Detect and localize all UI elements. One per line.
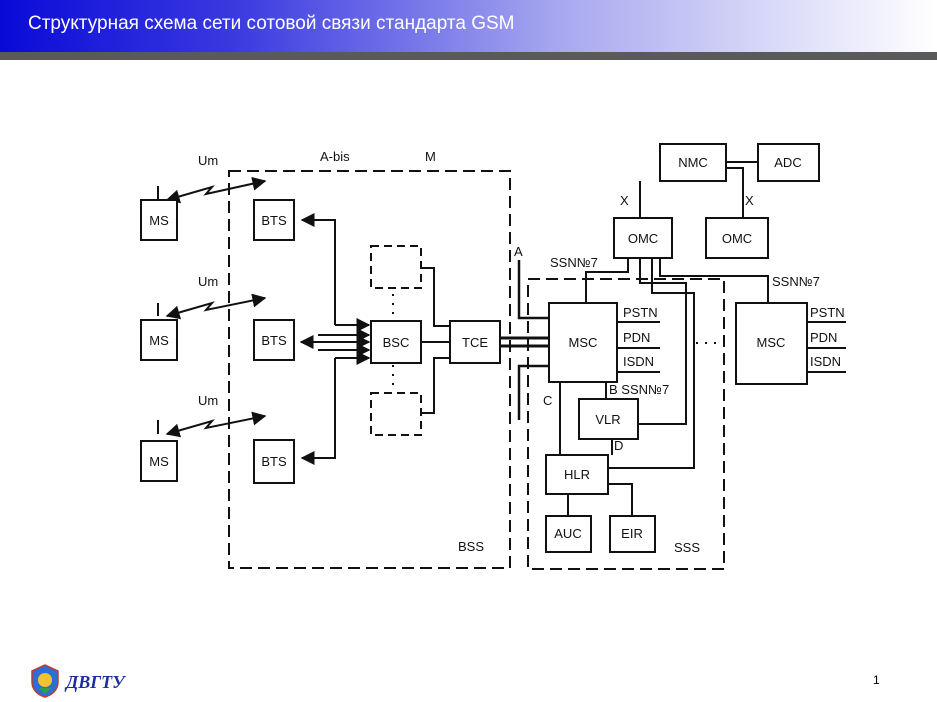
bsc-box xyxy=(370,320,422,364)
pstn-label-2: PSTN xyxy=(810,305,845,320)
omc-box-1 xyxy=(613,217,673,259)
bss-label: BSS xyxy=(458,539,484,554)
hlr-label: HLR xyxy=(564,467,590,482)
bsc-label: BSC xyxy=(383,335,410,350)
isdn-label-1: ISDN xyxy=(623,354,654,369)
pstn-label-1: PSTN xyxy=(623,305,658,320)
abis-link-3 xyxy=(300,358,336,465)
tce-box xyxy=(449,320,501,364)
um-link-3 xyxy=(165,411,267,438)
pdn-label-2: PDN xyxy=(810,330,837,345)
ss7-label-2: SSN№7 xyxy=(772,274,820,289)
c-label: C xyxy=(543,393,552,408)
abis-label: A-bis xyxy=(320,149,350,164)
bsc-placeholder-top xyxy=(370,245,422,289)
x-label-1: X xyxy=(620,193,629,208)
bts-box-1 xyxy=(253,199,295,241)
bts-label-2: BTS xyxy=(261,333,287,348)
page-number: 1 xyxy=(873,673,880,687)
slide-title: Структурная схема сети сотовой связи ста… xyxy=(28,13,515,34)
ms-label-3: MS xyxy=(149,454,169,469)
adc-box xyxy=(757,143,820,182)
msc-label-main: MSC xyxy=(569,335,598,350)
a-label: A xyxy=(514,244,523,259)
omc-label-2: OMC xyxy=(722,231,752,246)
ss7-label-3: B SSN№7 xyxy=(609,382,669,397)
vlr-box xyxy=(578,398,639,440)
ms-box-2 xyxy=(140,319,178,361)
sss-label: SSS xyxy=(674,540,700,555)
adc-label: ADC xyxy=(774,155,801,170)
msc-box-remote xyxy=(735,302,808,385)
d-label: D xyxy=(614,438,623,453)
title-underline xyxy=(0,52,937,60)
bts-box-3 xyxy=(253,439,295,484)
university-emblem-icon xyxy=(31,664,59,698)
um-link-2 xyxy=(165,293,267,320)
abis-link-1 xyxy=(300,213,336,325)
ms-label-1: MS xyxy=(149,213,169,228)
omc-label-1: OMC xyxy=(628,231,658,246)
nmc-box xyxy=(659,143,727,182)
nmc-label: NMC xyxy=(678,155,708,170)
auc-box xyxy=(545,515,592,553)
bss-frame xyxy=(228,170,511,569)
eir-box xyxy=(609,515,656,553)
eir-label: EIR xyxy=(621,526,643,541)
omc-box-2 xyxy=(705,217,769,259)
university-name: ДВГТУ xyxy=(66,672,125,692)
x-label-2: X xyxy=(745,193,754,208)
bsc-placeholder-bottom xyxy=(370,392,422,436)
bts-label-3: BTS xyxy=(261,454,287,469)
um-label-2: Um xyxy=(198,274,218,289)
ms-box-3 xyxy=(140,440,178,482)
msc-label-remote: MSC xyxy=(757,335,786,350)
msc-box-main xyxy=(548,302,618,383)
ss7-label-1: SSN№7 xyxy=(550,255,598,270)
um-link-1 xyxy=(165,176,267,204)
bts-label-1: BTS xyxy=(261,213,287,228)
auc-label: AUC xyxy=(554,526,581,541)
pdn-label-1: PDN xyxy=(623,330,650,345)
um-label-1: Um xyxy=(198,153,218,168)
bts-box-2 xyxy=(253,319,295,361)
tce-label: TCE xyxy=(462,335,488,350)
sss-frame xyxy=(527,278,725,570)
m-label: M xyxy=(425,149,436,164)
vlr-label: VLR xyxy=(595,412,620,427)
title-bar: Структурная схема сети сотовой связи ста… xyxy=(0,0,937,52)
ms-box-1 xyxy=(140,199,178,241)
ms-label-2: MS xyxy=(149,333,169,348)
hlr-box xyxy=(545,454,609,495)
um-label-3: Um xyxy=(198,393,218,408)
isdn-label-2: ISDN xyxy=(810,354,841,369)
